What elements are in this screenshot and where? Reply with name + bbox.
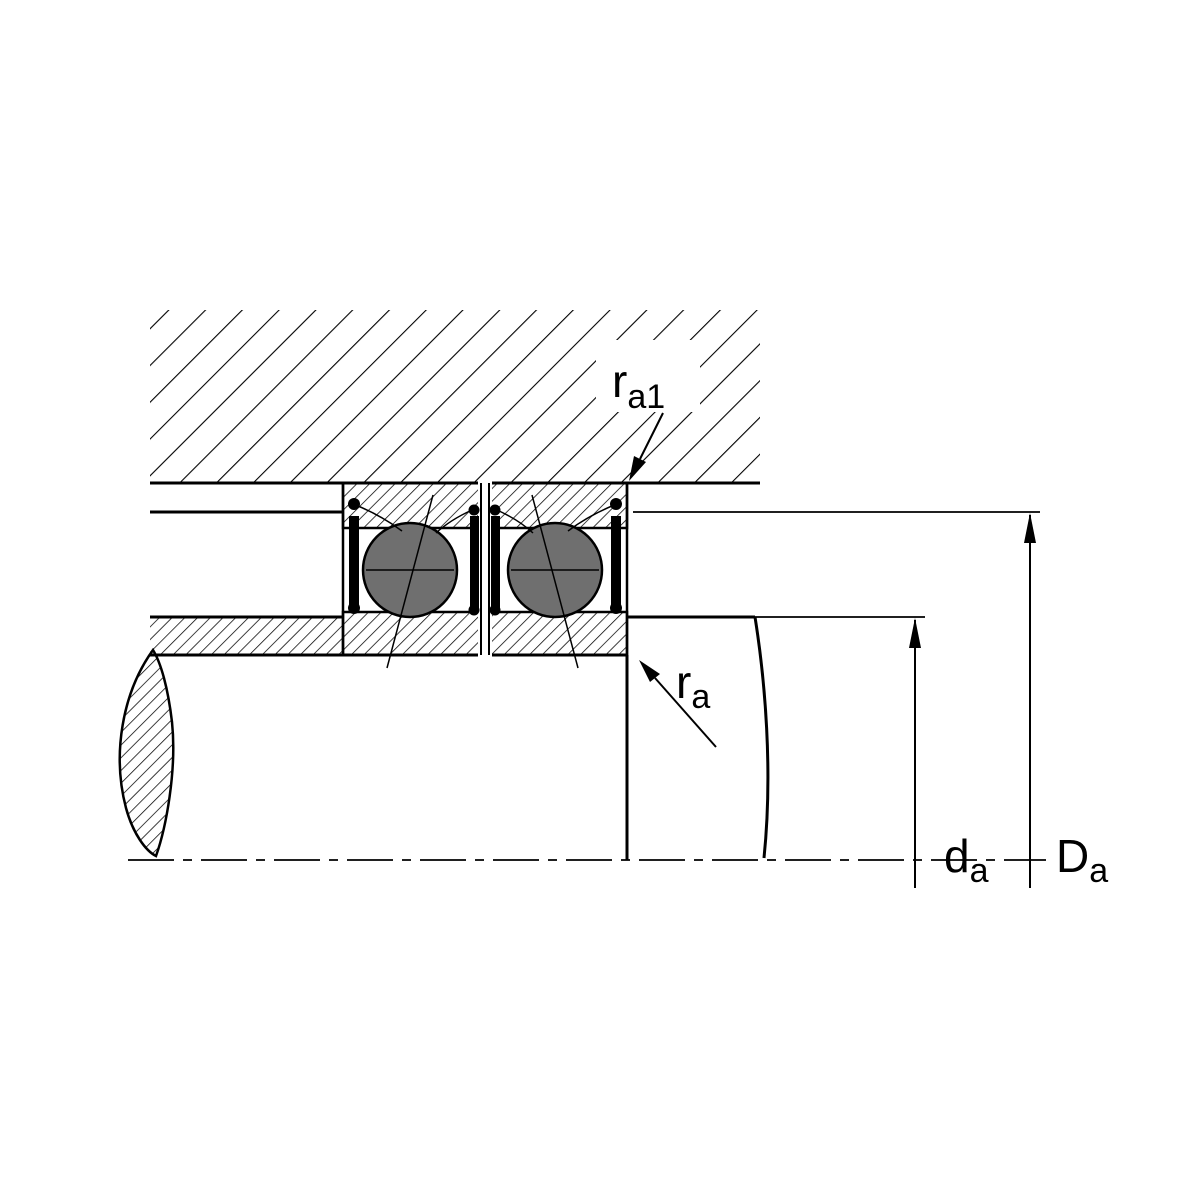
ra-label-sub: a [691, 678, 710, 716]
Da-label-base: D [1056, 830, 1089, 882]
seal-center-right-lip-curve [496, 509, 534, 534]
shaft-break-curve [753, 616, 770, 859]
contact-angle-line-right [531, 494, 579, 669]
ra-label: ra [676, 656, 710, 716]
da-label-sub: a [970, 852, 989, 890]
seal-right-lip-curve [567, 505, 613, 532]
seal-center-left-anchor-icon [468, 504, 480, 516]
ra1-label-base: r [612, 355, 627, 407]
ra-arrowhead-icon [639, 660, 660, 682]
Da-label-sub: a [1089, 852, 1108, 890]
ra1-callout: ra1 [612, 355, 665, 481]
seal-left [348, 498, 360, 614]
Da-arrowhead-icon [1024, 513, 1036, 543]
ra-callout: ra [639, 656, 717, 748]
ra1-arrowhead-icon [629, 456, 646, 481]
seal-center-right-body [491, 516, 500, 608]
contact-angle-line-left [386, 494, 434, 669]
bearing-cross-section [341, 481, 629, 669]
housing-section [150, 310, 760, 514]
seal-left-body [349, 516, 359, 606]
ra1-leader-line [639, 412, 664, 460]
ra-label-base: r [676, 656, 691, 708]
seal-right [610, 498, 622, 614]
ra1-label-backdrop [596, 340, 700, 412]
seal-center-left-body [470, 516, 479, 608]
da-arrowhead-icon [909, 618, 921, 648]
Da-label: Da [1056, 830, 1108, 890]
seal-center-right-anchor-icon [489, 504, 501, 516]
seal-right-body [611, 516, 621, 606]
da-label-base: d [944, 830, 970, 882]
shaft-break-end [118, 647, 175, 858]
seal-right-lip-icon [610, 602, 622, 614]
da-label: da [944, 830, 989, 890]
seal-left-lip-curve [357, 505, 403, 532]
Da-dimension: Da [633, 511, 1108, 890]
seal-center-right-lip-icon [489, 604, 501, 616]
seal-left-anchor-icon [348, 498, 360, 510]
ra1-label-sub: a1 [627, 378, 665, 416]
ra1-label: ra1 [612, 355, 665, 416]
seal-center [468, 504, 501, 616]
seal-right-anchor-icon [610, 498, 622, 510]
seal-center-left-lip-curve [435, 509, 473, 534]
seal-left-lip-icon [348, 602, 360, 614]
shaft-collar [150, 617, 343, 655]
da-dimension: da [755, 616, 989, 890]
ra-leader-line [654, 677, 717, 748]
seal-center-left-lip-icon [468, 604, 480, 616]
